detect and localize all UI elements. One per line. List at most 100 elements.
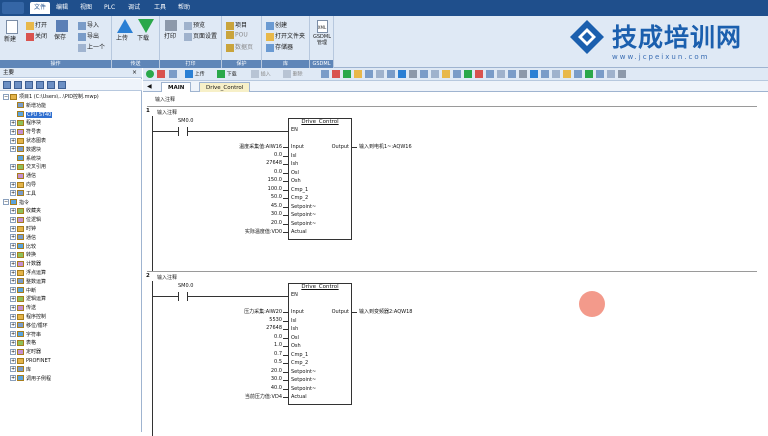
expand-icon[interactable]: + [10,357,16,364]
toolbar-tool-icon[interactable] [574,70,582,79]
toolbar-tool-icon[interactable] [585,70,593,79]
collapse-icon[interactable]: − [3,93,9,100]
tree-tool-icon[interactable] [47,81,55,89]
save-button[interactable]: 保存 [54,20,69,41]
tree-tool-icon[interactable] [14,81,22,89]
expand-icon[interactable]: + [10,366,16,373]
preview-button[interactable]: 预览 [184,20,205,30]
expand-icon[interactable]: + [10,304,16,311]
toolbar-tool-icon[interactable] [321,70,329,79]
menu-item[interactable]: 编辑 [56,4,69,11]
tab-scroll-icon[interactable]: ◀ [147,83,152,90]
expand-icon[interactable]: + [10,322,16,329]
tree-item[interactable]: +定时器 [10,348,41,357]
tree-item[interactable]: +库 [10,366,31,375]
block-input-value[interactable]: 30.0 [270,376,282,382]
block-input-value[interactable]: 27648 [266,325,282,331]
menu-item[interactable]: 帮助 [178,4,191,11]
run-icon[interactable] [146,70,154,79]
tree-item[interactable]: 通信 [10,172,36,181]
open-button[interactable]: 打开 [26,20,47,30]
tree-item[interactable]: +程序块 [10,119,41,128]
toolbar-tool-icon[interactable] [541,70,549,79]
expand-icon[interactable]: + [10,295,16,302]
menu-item[interactable]: 调试 [128,4,141,11]
menu-item[interactable]: 文件 [30,2,51,14]
block-input-value[interactable]: 0.0 [274,333,282,340]
tree-item[interactable]: −项目1 (C:\Users\...\PID控制.mwp) [3,93,99,102]
contact-address[interactable]: SM0.0 [178,283,194,289]
network-number[interactable]: 1 [146,108,150,114]
open-folder-button[interactable]: 打开文件夹 [266,31,305,41]
tree-item[interactable]: +收藏夹 [10,207,41,216]
expand-icon[interactable]: + [10,375,16,382]
download-button[interactable]: 下载 [137,19,154,42]
block-input-value[interactable]: 100.0 [267,185,282,192]
block-input-value[interactable]: 27648 [266,160,282,166]
toolbar-tool-icon[interactable] [431,70,439,79]
tree-item[interactable]: +PROFINET [10,357,51,366]
tree-item[interactable]: 系统块 [10,155,41,164]
tree-item[interactable]: −指令 [3,199,29,208]
toolbar-tool-icon[interactable] [420,70,428,79]
tree-item[interactable]: +数据块 [10,146,41,155]
contact-address[interactable]: SM0.0 [178,118,194,124]
tree-item[interactable]: +逻辑运算 [10,295,46,304]
tree-item[interactable]: +整数运算 [10,278,46,287]
block-input-value[interactable]: 压力采集:AIW20 [244,309,282,315]
new-button[interactable]: 新建 [4,20,19,43]
protect-pou-button[interactable]: POU [226,31,248,39]
tree-tool-icon[interactable] [58,81,66,89]
tree-item[interactable]: +时钟 [10,225,36,234]
tree-item[interactable]: CPU ST40 [10,111,53,120]
protect-datapage-button[interactable]: 数据页 [226,42,253,52]
expand-icon[interactable]: + [10,234,16,241]
stop-icon[interactable] [157,70,165,79]
tree-item[interactable]: +状态图表 [10,137,46,146]
tree-item[interactable]: +浮点运算 [10,269,46,278]
expand-icon[interactable]: + [10,181,16,188]
toolbar-tool-icon[interactable] [387,70,395,79]
tree-item[interactable]: +转换 [10,251,36,260]
memory-button[interactable]: 存储器 [266,42,293,52]
tree-item[interactable]: +工具 [10,190,36,199]
block-input-value[interactable]: 温度采集值:AIW16 [239,144,282,150]
app-quick-access[interactable] [2,2,24,14]
tree-item[interactable]: +向导 [10,181,36,190]
toolbar-upload-button[interactable]: 上传 [185,70,205,79]
menu-item[interactable]: 工具 [154,4,167,11]
toolbar-tool-icon[interactable] [596,70,604,79]
create-library-button[interactable]: 创建 [266,20,287,30]
expand-icon[interactable]: + [10,339,16,346]
toolbar-download-button[interactable]: 下载 [217,70,237,79]
block-input-value[interactable]: 20.0 [270,219,282,226]
expand-icon[interactable]: + [10,163,16,170]
expand-icon[interactable]: + [10,251,16,258]
toolbar-tool-icon[interactable] [464,70,472,79]
expand-icon[interactable]: + [10,331,16,338]
expand-icon[interactable]: + [10,278,16,285]
tree-tool-icon[interactable] [3,81,11,89]
block-input-value[interactable]: 150.0 [267,177,282,183]
tree-item[interactable]: 新增功能 [10,102,46,111]
expand-icon[interactable]: + [10,243,16,250]
network-comment[interactable]: 输入注释 [157,275,178,281]
program-comment[interactable]: 输入注释 [155,97,176,103]
toolbar-tool-icon[interactable] [508,70,516,79]
toolbar-tool-icon[interactable] [453,70,461,79]
protect-project-button[interactable]: 项目 [226,20,247,30]
block-input-value[interactable]: 20.0 [270,367,282,374]
toolbar-tool-icon[interactable] [563,70,571,79]
upload-button[interactable]: 上传 [116,19,133,42]
tree-tool-icon[interactable] [36,81,44,89]
tree-item[interactable]: +移位/循环 [10,322,48,331]
toolbar-tool-icon[interactable] [343,70,351,79]
tree-tool-icon[interactable] [25,81,33,89]
panel-close-icon[interactable]: × [132,69,138,76]
network-comment[interactable]: 输入注释 [157,110,178,116]
tree-item[interactable]: +传送 [10,304,36,313]
tree-item[interactable]: +程序控制 [10,313,46,322]
network-number[interactable]: 2 [146,273,150,279]
